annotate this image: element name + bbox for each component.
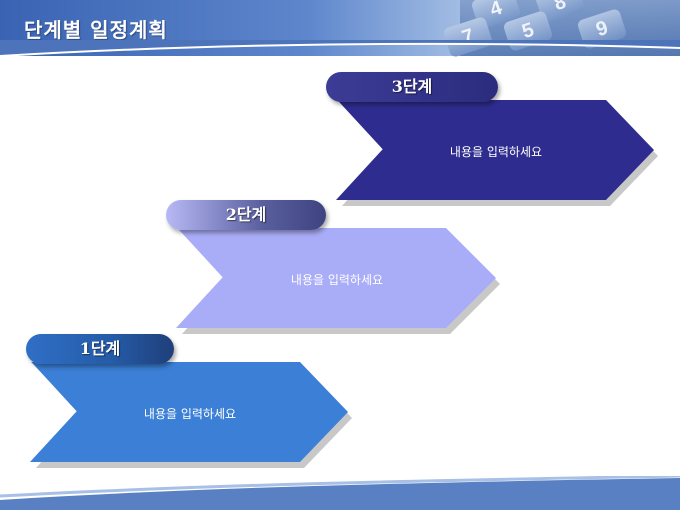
step-2-arrow-shape xyxy=(176,228,496,328)
step-3-arrow-shape xyxy=(336,100,654,200)
step-1-arrow: 내용을 입력하세요 xyxy=(29,361,352,468)
step-2-text: 내용을 입력하세요 xyxy=(290,273,384,287)
step-2-pill: 2단계 xyxy=(166,200,326,230)
step-1-arrow-shape xyxy=(30,362,348,462)
step-2-label: 2단계 xyxy=(225,205,267,224)
step-1-label: 1단계 xyxy=(79,339,121,358)
footer-wave xyxy=(0,476,680,510)
step-3-arrow: 내용을 입력하세요 xyxy=(335,99,658,206)
step-3-pill: 3단계 xyxy=(326,72,498,102)
step-1-pill: 1단계 xyxy=(26,334,174,364)
step-3-label: 3단계 xyxy=(391,77,433,96)
step-1-text: 내용을 입력하세요 xyxy=(143,407,237,421)
step-3-text: 내용을 입력하세요 xyxy=(449,145,543,159)
slide-title: 단계별 일정계획 xyxy=(24,18,168,42)
header-wave xyxy=(0,40,680,57)
step-2-arrow: 내용을 입력하세요 xyxy=(175,227,500,334)
